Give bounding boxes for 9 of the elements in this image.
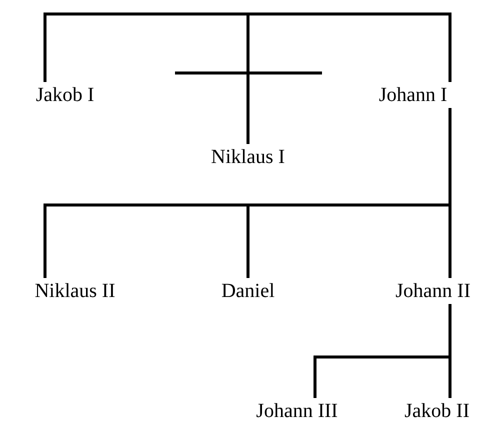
person-name: Jakob II	[404, 399, 470, 424]
person-name: Johann II	[396, 279, 470, 304]
connector-line	[246, 12, 452, 144]
person-name: Niklaus II	[34, 279, 116, 304]
person-name: Johann III	[256, 399, 338, 424]
person-name: Niklaus I	[211, 145, 285, 170]
person-name: Daniel	[221, 279, 275, 304]
person-name: Jakob I	[36, 83, 94, 108]
person-name: Johann I	[378, 83, 448, 108]
